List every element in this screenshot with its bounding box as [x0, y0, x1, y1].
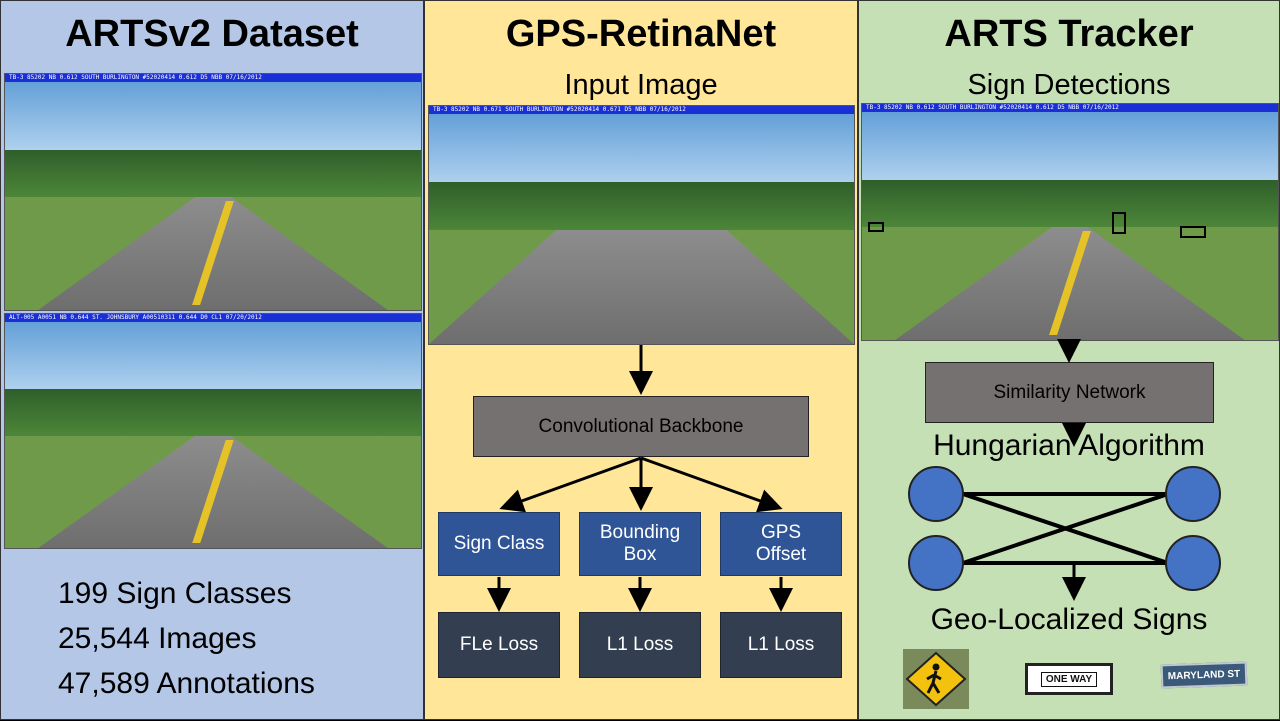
- loss-l1-gps: L1 Loss: [720, 612, 842, 678]
- edge-cross-1: [962, 492, 1169, 565]
- panel-subtitle: Input Image: [564, 69, 718, 101]
- head-sign-class: Sign Class: [438, 512, 560, 576]
- one-way-sign-icon: ONE WAY: [1025, 663, 1113, 695]
- detection-box: [1180, 226, 1206, 238]
- geo-localized-signs-label: Geo-Localized Signs: [930, 603, 1208, 636]
- dataset-photo-2: ALT-005 A0051 NB 0.644 ST. JOHNSBURY A00…: [4, 313, 422, 549]
- panel-title: ARTSv2 Dataset: [65, 13, 359, 55]
- convolutional-backbone-box: Convolutional Backbone: [473, 396, 809, 457]
- stat-images: 25,544 Images: [58, 622, 257, 655]
- head-gps-offset: GPS Offset: [720, 512, 842, 576]
- pedestrian-crossing-sign-icon: [903, 649, 969, 709]
- loss-l1-bbox: L1 Loss: [579, 612, 701, 678]
- panel-subtitle: Sign Detections: [967, 69, 1171, 101]
- detection-box: [868, 222, 884, 232]
- head-bounding-box: Bounding Box: [579, 512, 701, 576]
- input-image: TB-3 85202 NB 0.671 SOUTH BURLINGTON #52…: [428, 105, 855, 345]
- photo-header: ALT-005 A0051 NB 0.644 ST. JOHNSBURY A00…: [5, 314, 421, 322]
- panel-title: GPS-RetinaNet: [505, 13, 777, 55]
- hungarian-algorithm-label: Hungarian Algorithm: [933, 429, 1205, 462]
- similarity-network-box: Similarity Network: [925, 362, 1214, 423]
- dataset-photo-1: TB-3 85202 NB 0.612 SOUTH BURLINGTON #52…: [4, 73, 422, 311]
- node-left-bottom: [908, 535, 964, 591]
- street-name-sign-icon: MARYLAND ST: [1160, 661, 1248, 689]
- photo-header: TB-3 85202 NB 0.671 SOUTH BURLINGTON #52…: [429, 106, 854, 114]
- panel-arts-tracker: ARTS Tracker Sign Detections TB-3 85202 …: [858, 0, 1280, 720]
- panel-artsv2-dataset: ARTSv2 Dataset TB-3 85202 NB 0.612 SOUTH…: [0, 0, 424, 720]
- arrow-backbone-to-class: [499, 456, 642, 513]
- panel-gps-retinanet: GPS-RetinaNet Input Image TB-3 85202 NB …: [424, 0, 858, 720]
- panel-title: ARTS Tracker: [944, 13, 1194, 55]
- stat-sign-classes: 199 Sign Classes: [58, 577, 292, 610]
- arrow-backbone-to-gps: [640, 456, 783, 513]
- detection-box: [1112, 212, 1126, 234]
- photo-header: TB-3 85202 NB 0.612 SOUTH BURLINGTON #52…: [5, 74, 421, 82]
- street-name-sign-text: MARYLAND ST: [1167, 668, 1241, 682]
- one-way-sign-text: ONE WAY: [1040, 671, 1098, 687]
- node-left-top: [908, 466, 964, 522]
- node-right-bottom: [1165, 535, 1221, 591]
- photo-header: TB-3 85202 NB 0.612 SOUTH BURLINGTON #52…: [862, 104, 1278, 112]
- sign-detections-image: TB-3 85202 NB 0.612 SOUTH BURLINGTON #52…: [861, 103, 1279, 341]
- stat-annotations: 47,589 Annotations: [58, 667, 315, 700]
- loss-fle: FLe Loss: [438, 612, 560, 678]
- node-right-top: [1165, 466, 1221, 522]
- edge-cross-2: [962, 492, 1169, 565]
